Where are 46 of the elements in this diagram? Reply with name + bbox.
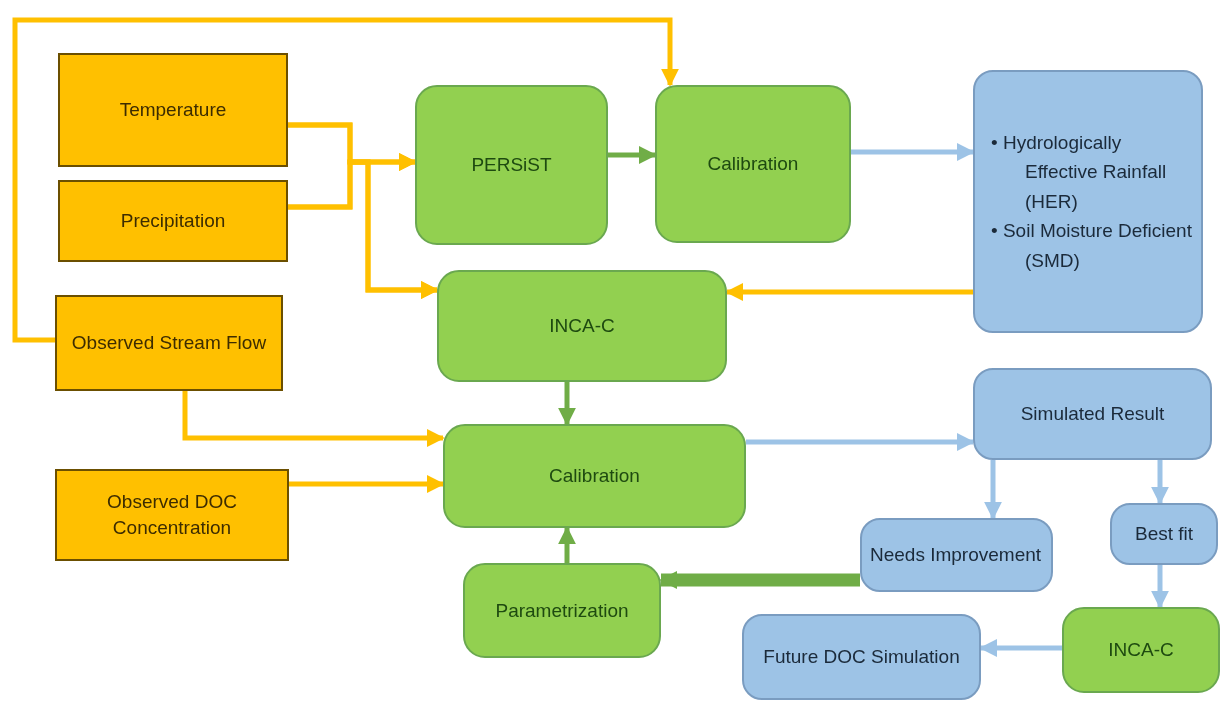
arrow (1151, 460, 1169, 505)
node-label: Simulated Result (1020, 402, 1165, 427)
arrow (182, 391, 445, 447)
arrow (558, 382, 576, 426)
node-label: Calibration (707, 152, 799, 177)
process-box (1062, 607, 1220, 693)
arrow (288, 159, 439, 299)
input-box (58, 180, 288, 262)
bullet-item: • Soil Moisture Deficient (SMD) (990, 219, 1193, 273)
arrow (12, 17, 679, 343)
process-box (655, 85, 851, 243)
input-box (58, 53, 288, 167)
node-label: Temperature (119, 98, 227, 123)
node-label: Calibration (549, 464, 640, 489)
node-label: Observed DOC Concentration (106, 490, 238, 540)
arrow (1151, 565, 1169, 609)
process-box (415, 85, 608, 245)
output-box (860, 518, 1053, 592)
arrow (725, 283, 973, 301)
node-label: INCA-C (1108, 638, 1174, 663)
arrow (289, 475, 445, 493)
node-label: Parametrization (495, 598, 629, 623)
input-box (55, 469, 289, 561)
output-box (1110, 503, 1218, 565)
arrow (746, 433, 975, 451)
arrow (608, 146, 657, 164)
output-box (742, 614, 981, 700)
node-label: Best fit (1134, 522, 1194, 547)
node-label: PERSiST (471, 153, 552, 178)
arrow (851, 143, 975, 161)
input-box (55, 295, 283, 391)
arrow (558, 526, 576, 563)
process-box (463, 563, 661, 658)
process-box (437, 270, 727, 382)
arrow (984, 460, 1002, 520)
node-label: Precipitation (120, 209, 226, 234)
node-label: INCA-C (549, 314, 615, 339)
process-box (443, 424, 746, 528)
arrow (659, 571, 860, 589)
node-label: Observed Stream Flow (71, 331, 267, 356)
node-label: Future DOC Simulation (763, 645, 960, 670)
node-label: Needs Improvement (870, 543, 1042, 568)
output-box (973, 368, 1212, 460)
arrow (979, 639, 1062, 657)
bullet-item: • Hydrologically Effective Rainfall (HER) (990, 130, 1168, 214)
output-box (973, 70, 1203, 333)
